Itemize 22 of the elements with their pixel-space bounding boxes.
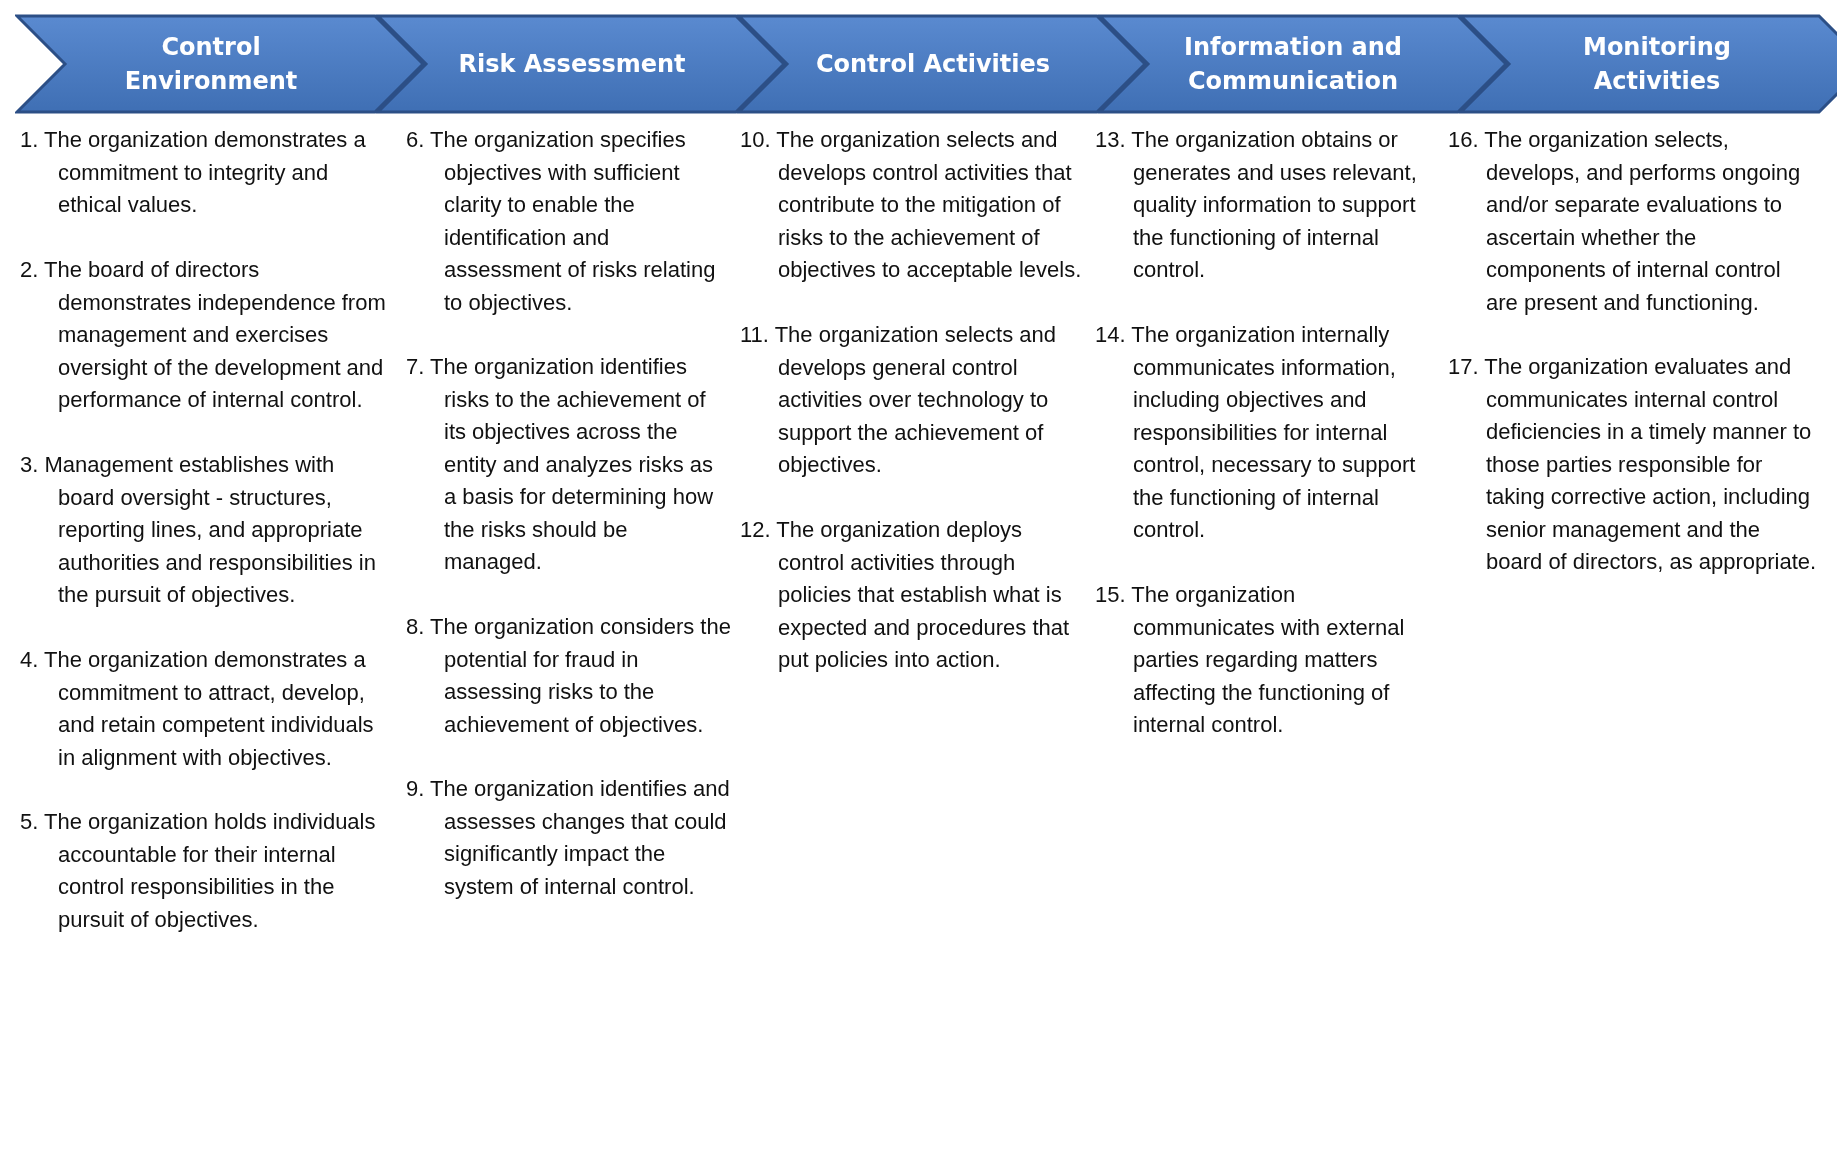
principle-text: 1. The organization demonstrates a commitment to integrity and ethical values. — [20, 126, 367, 219]
principle-text: 9. The organization identifies and assesses changes that could significantly impact the system of internal control. — [406, 775, 731, 901]
principle-text: 6. The organization specifies objectives with sufficient clarity to enable the identification and assessment of risks relating to objectives. — [406, 126, 717, 317]
principle-text: 10. The organization selects and develops control activities that contribute to the mitigation of risks to the achievement of objectives to acceptable levels. — [740, 126, 1083, 284]
principle-text: 7. The organization identifies risks to the achievement of its objectives across the entity and analyzes risks as a basis for determining how the risks should be managed. — [406, 353, 715, 576]
principle-text: 3. Management establishes with board oversight - structures, reporting lines, and appropriate authorities and responsibilities in the pursuit of objectives. — [20, 451, 377, 609]
stage-title: Control Environment — [123, 32, 299, 97]
stage-title: Risk Assessment — [458, 49, 686, 80]
principle-text: 5. The organization holds individuals accountable for their internal control responsibilities in the pursuit of objectives. — [20, 808, 377, 934]
stage-title: Control Activities — [815, 49, 1051, 80]
principle-text: 13. The organization obtains or generates and uses relevant, quality information to support the functioning of internal control. — [1095, 126, 1418, 284]
stage-title: Information and Communication — [1182, 32, 1404, 97]
principle-text: 14. The organization internally communicates information, including objectives and responsibilities for internal control, necessary to support the functioning of internal control. — [1095, 321, 1417, 544]
principle-text: 11. The organization selects and develops general control activities over technology to support the achievement of objectives. — [740, 321, 1057, 479]
stage-title: Monitoring Activities — [1582, 32, 1732, 97]
principle-text: 8. The organization considers the potential for fraud in assessing risks to the achievement of objectives. — [406, 613, 731, 739]
principle-text: 16. The organization selects, develops, and performs ongoing and/or separate evaluations to ascertain whether the components of internal control are present and functioning. — [1448, 126, 1802, 317]
principle-text: 4. The organization demonstrates a commitment to attract, develop, and retain competent individuals in alignment with objectives. — [20, 646, 375, 772]
principle-text: 15. The organization communicates with external parties regarding matters affecting the functioning of internal control. — [1095, 581, 1406, 739]
principle-text: 12. The organization deploys control activities through policies that establish what is expected and procedures that put policies into action. — [740, 516, 1071, 674]
principle-text: 17. The organization evaluates and communicates internal control deficiencies in a timely manner to those parties responsible for taking corrective action, including senior management and the board of directors, as appropriate. — [1448, 353, 1818, 576]
principle-text: 2. The board of directors demonstrates independence from management and exercises oversight of the development and performance of internal control. — [20, 256, 387, 414]
